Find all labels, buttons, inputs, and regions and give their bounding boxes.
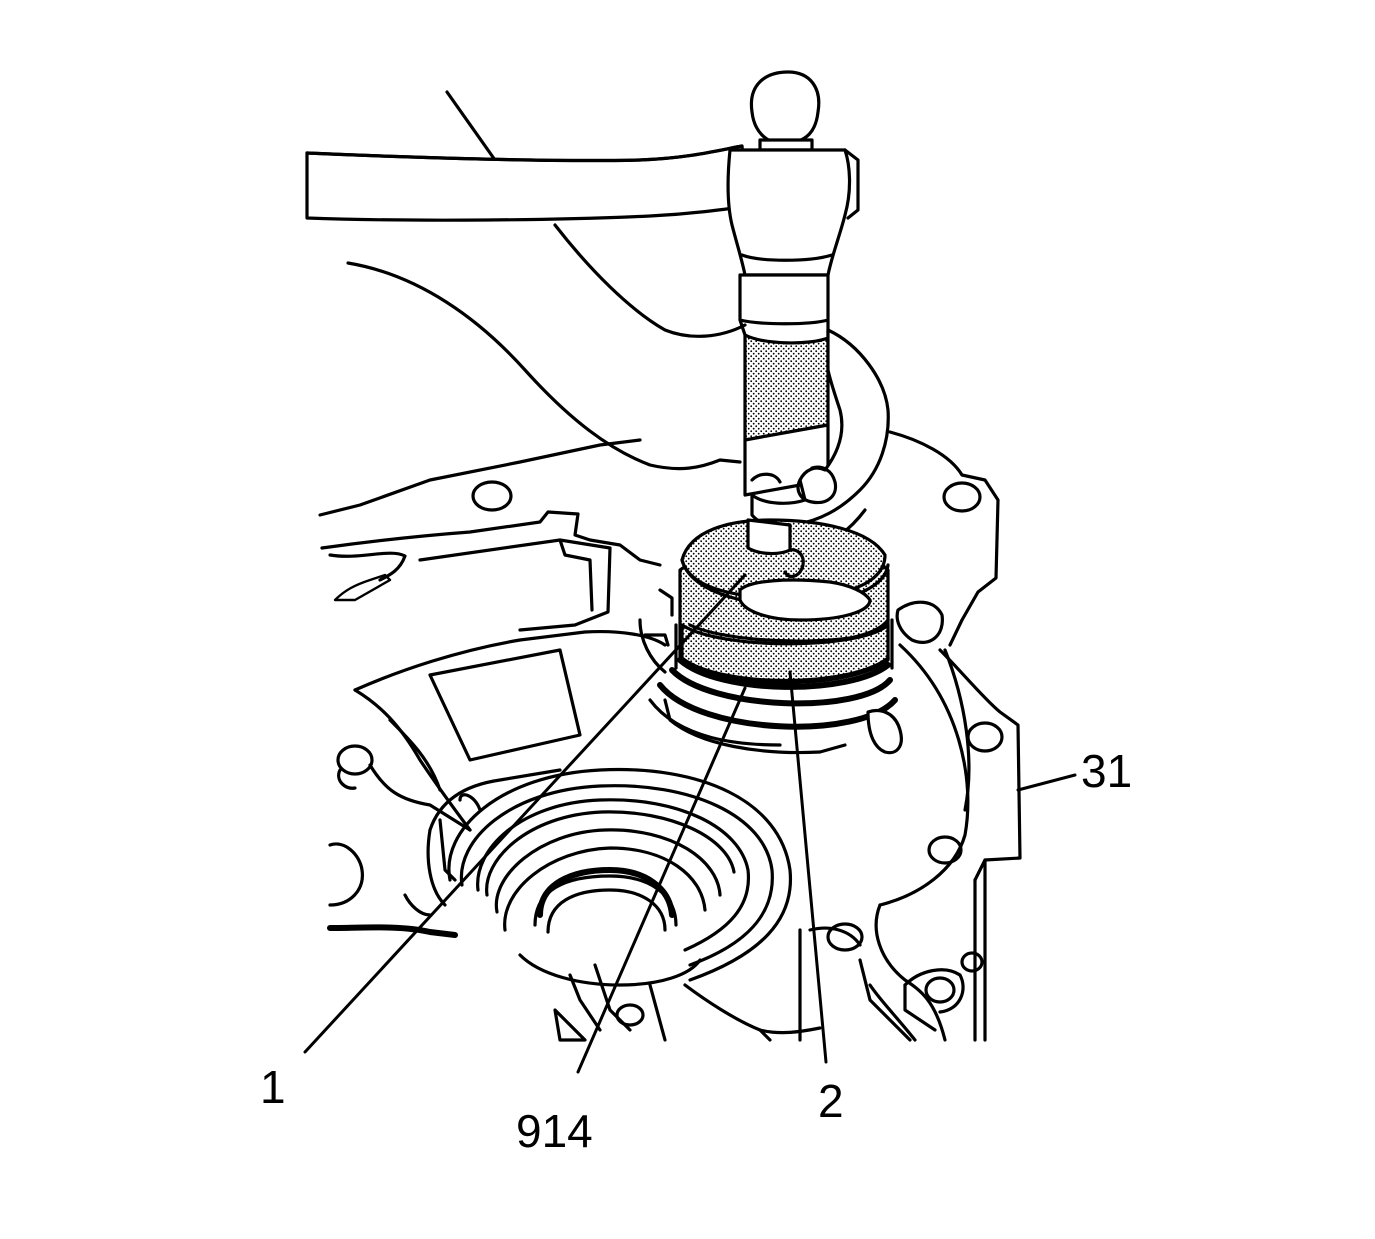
seal-installer-tool [674, 518, 894, 690]
callouts: 1 914 2 31 [260, 745, 1132, 1157]
callout-2: 2 [818, 1075, 844, 1127]
hammer [305, 70, 860, 326]
transmission-case [318, 430, 1022, 1042]
leader-2 [788, 670, 828, 1064]
callout-914: 914 [516, 1105, 593, 1157]
seal [638, 588, 903, 755]
leader-31 [1016, 773, 1077, 792]
arm-sleeve [346, 90, 747, 471]
leader-914 [576, 686, 747, 1074]
leader-lines [303, 573, 1077, 1074]
bore-rings [447, 767, 793, 987]
callout-1: 1 [260, 1061, 286, 1113]
leader-1 [303, 573, 747, 1054]
callout-31: 31 [1081, 745, 1132, 797]
